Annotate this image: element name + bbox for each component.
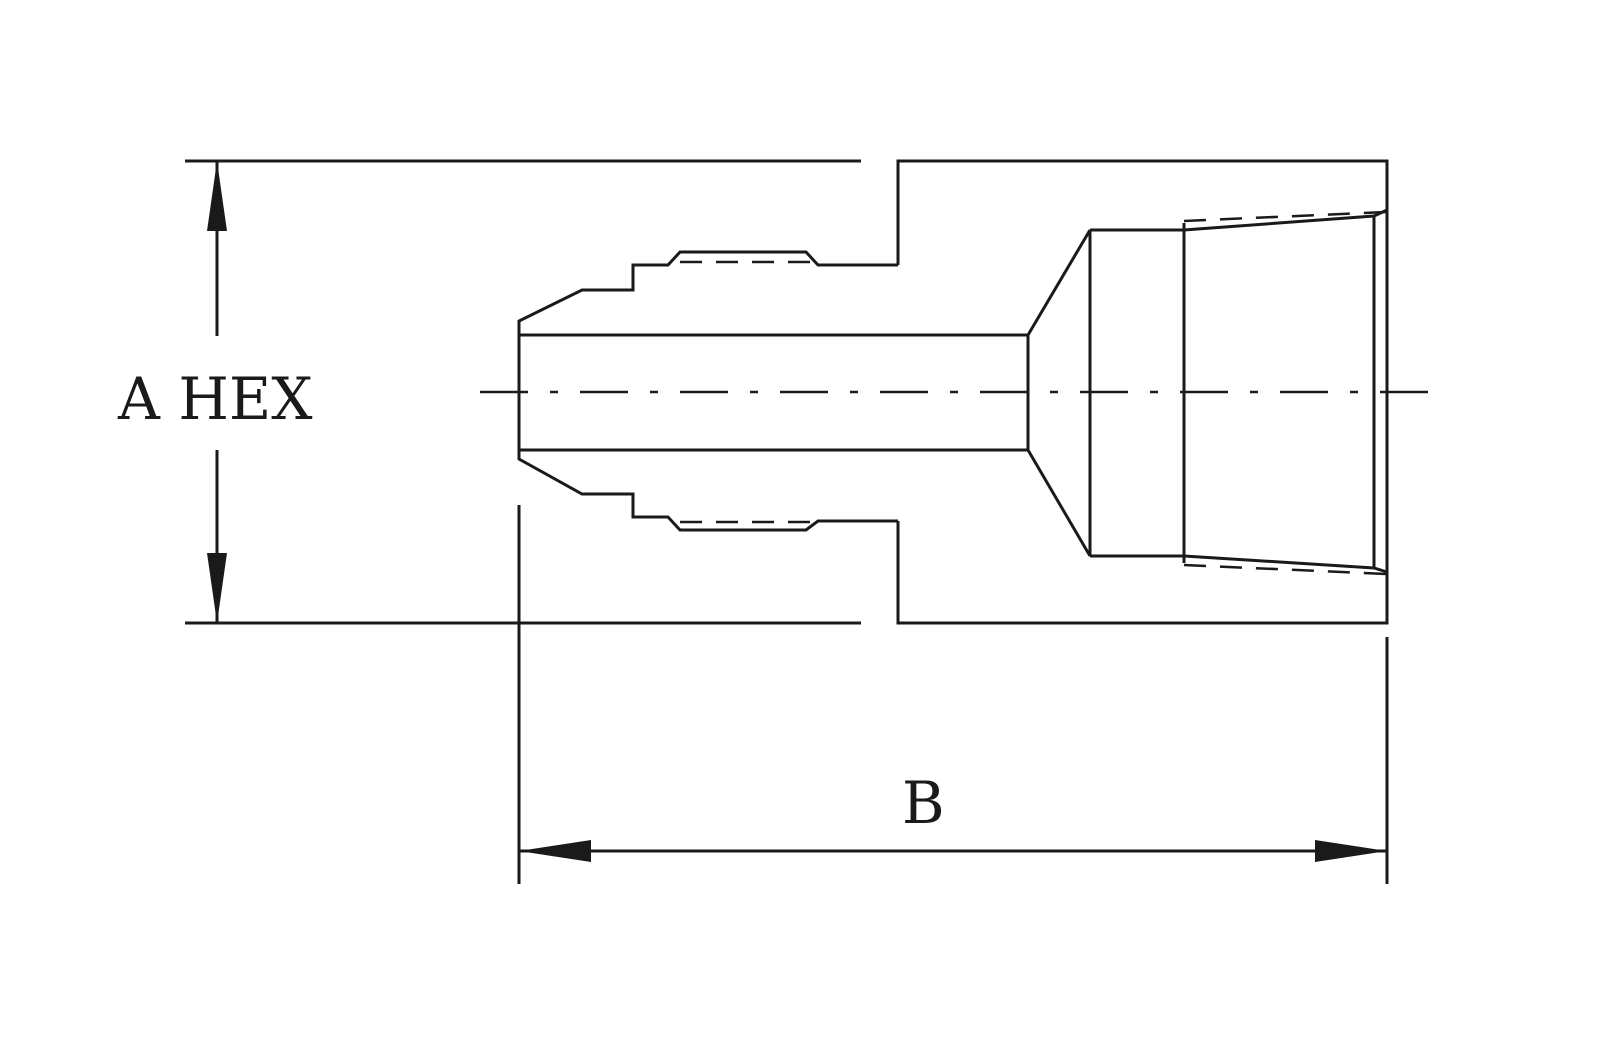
dimension-a-hex: A HEX — [117, 161, 313, 623]
b-label: B — [902, 769, 945, 837]
arrow-right-icon — [1315, 840, 1387, 862]
arrow-up-icon — [207, 161, 227, 231]
arrow-left-icon — [519, 840, 591, 862]
arrow-down-icon — [207, 553, 227, 623]
dimension-b: B — [517, 505, 1389, 884]
tube-end-profile — [517, 250, 1030, 532]
a-hex-label: A HEX — [117, 365, 313, 433]
